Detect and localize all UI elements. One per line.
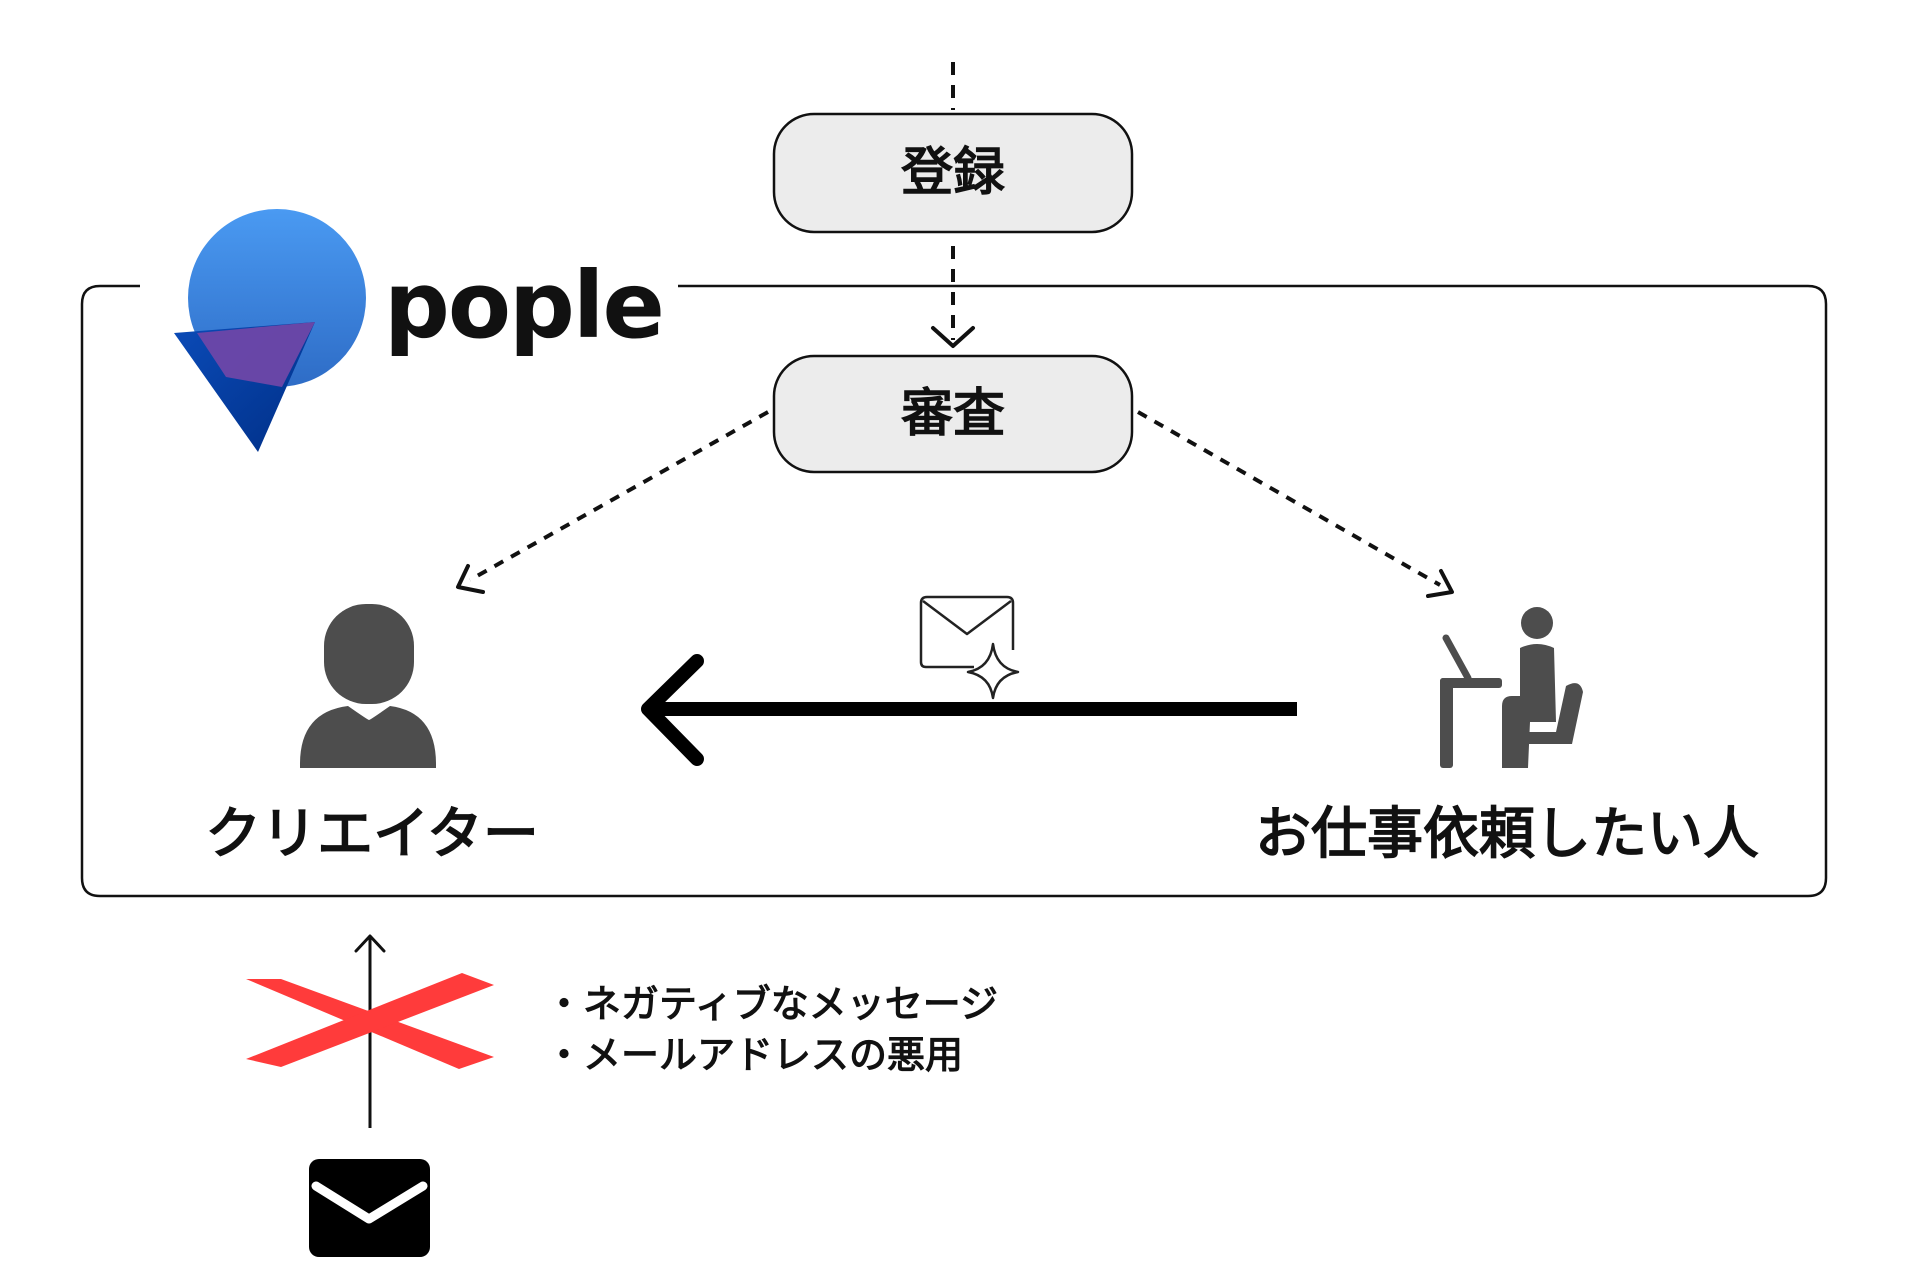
register-label: 登録	[900, 143, 1006, 203]
review-step: 審査	[772, 354, 1134, 474]
client-label: お仕事依頼したい人	[1255, 802, 1759, 867]
register-step: 登録	[772, 112, 1134, 234]
pople-logo: pople	[174, 209, 665, 452]
mail-icon	[309, 1159, 430, 1257]
person-at-desk-icon	[1440, 607, 1583, 768]
logo-overlap	[197, 322, 315, 387]
blocked-item: ・メールアドレスの悪用	[545, 1033, 963, 1077]
review-to-creator-arrowhead	[456, 564, 485, 594]
mail-sparkle-icon	[919, 595, 1020, 700]
register-box	[772, 112, 1134, 234]
review-to-creator-arrow	[469, 410, 769, 582]
review-box	[772, 354, 1134, 474]
red-x-icon	[246, 973, 494, 1069]
blocked-arrowhead	[354, 934, 386, 953]
review-to-client-arrowhead	[1426, 569, 1454, 598]
creator-label: クリエイター	[205, 802, 539, 867]
register-to-review-arrowhead	[931, 326, 975, 348]
logo-text: pople	[384, 252, 663, 359]
message-arrowhead	[641, 654, 704, 766]
review-label: 審査	[900, 384, 1005, 444]
platform-container	[80, 284, 1828, 898]
review-to-client-arrow	[1137, 410, 1441, 587]
blocked-item: ・ネガティブなメッセージ	[545, 982, 998, 1026]
person-icon	[300, 604, 436, 768]
